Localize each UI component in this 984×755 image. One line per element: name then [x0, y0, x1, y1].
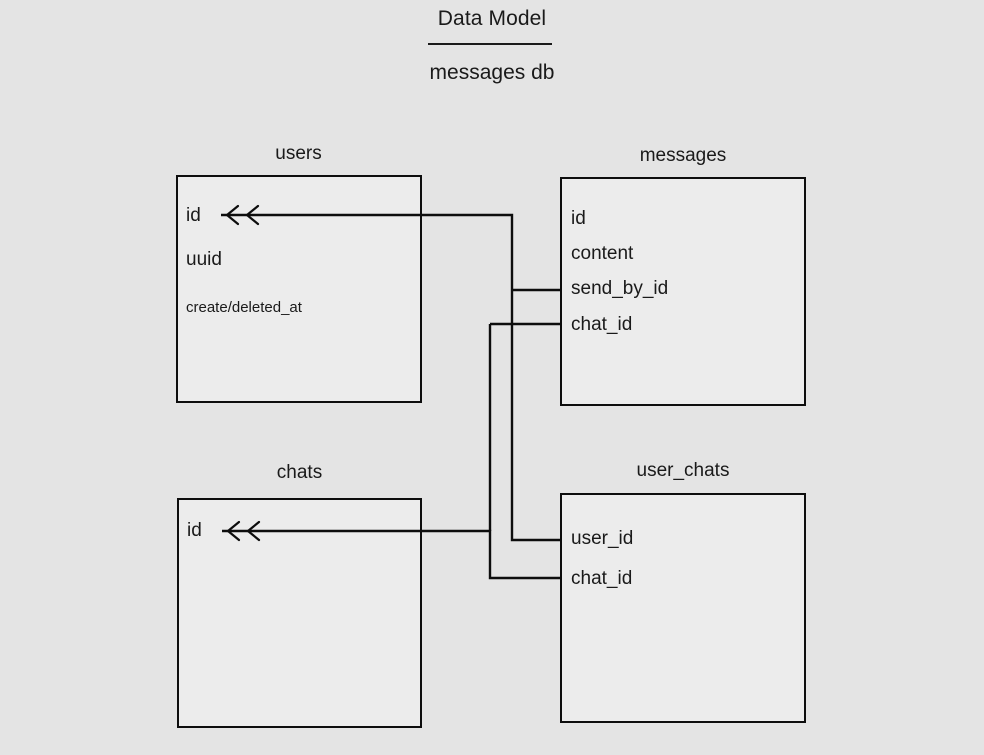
field-messages-id: id	[571, 208, 586, 229]
page-subtitle: messages db	[429, 61, 555, 84]
field-messages-send-by-id: send_by_id	[571, 278, 669, 299]
entity-label-users: users	[275, 143, 322, 164]
field-chats-id: id	[187, 520, 202, 541]
field-messages-chat-id: chat_id	[571, 314, 633, 335]
field-user-chats-chat-id: chat_id	[571, 568, 633, 589]
field-users-uuid: uuid	[186, 249, 222, 270]
title-underline	[428, 43, 552, 45]
entity-box-user-chats[interactable]	[560, 493, 806, 723]
field-user-chats-user-id: user_id	[571, 528, 634, 549]
page-title: Data Model	[437, 7, 547, 30]
entity-label-chats: chats	[276, 462, 323, 483]
field-users-create-deleted-at: create/deleted_at	[186, 299, 302, 316]
entity-box-chats[interactable]	[177, 498, 422, 728]
entity-box-users[interactable]	[176, 175, 422, 403]
entity-box-messages[interactable]	[560, 177, 806, 406]
field-messages-content: content	[571, 243, 634, 264]
field-users-id: id	[186, 205, 201, 226]
entity-label-user-chats: user_chats	[636, 460, 730, 481]
entity-label-messages: messages	[639, 145, 727, 166]
